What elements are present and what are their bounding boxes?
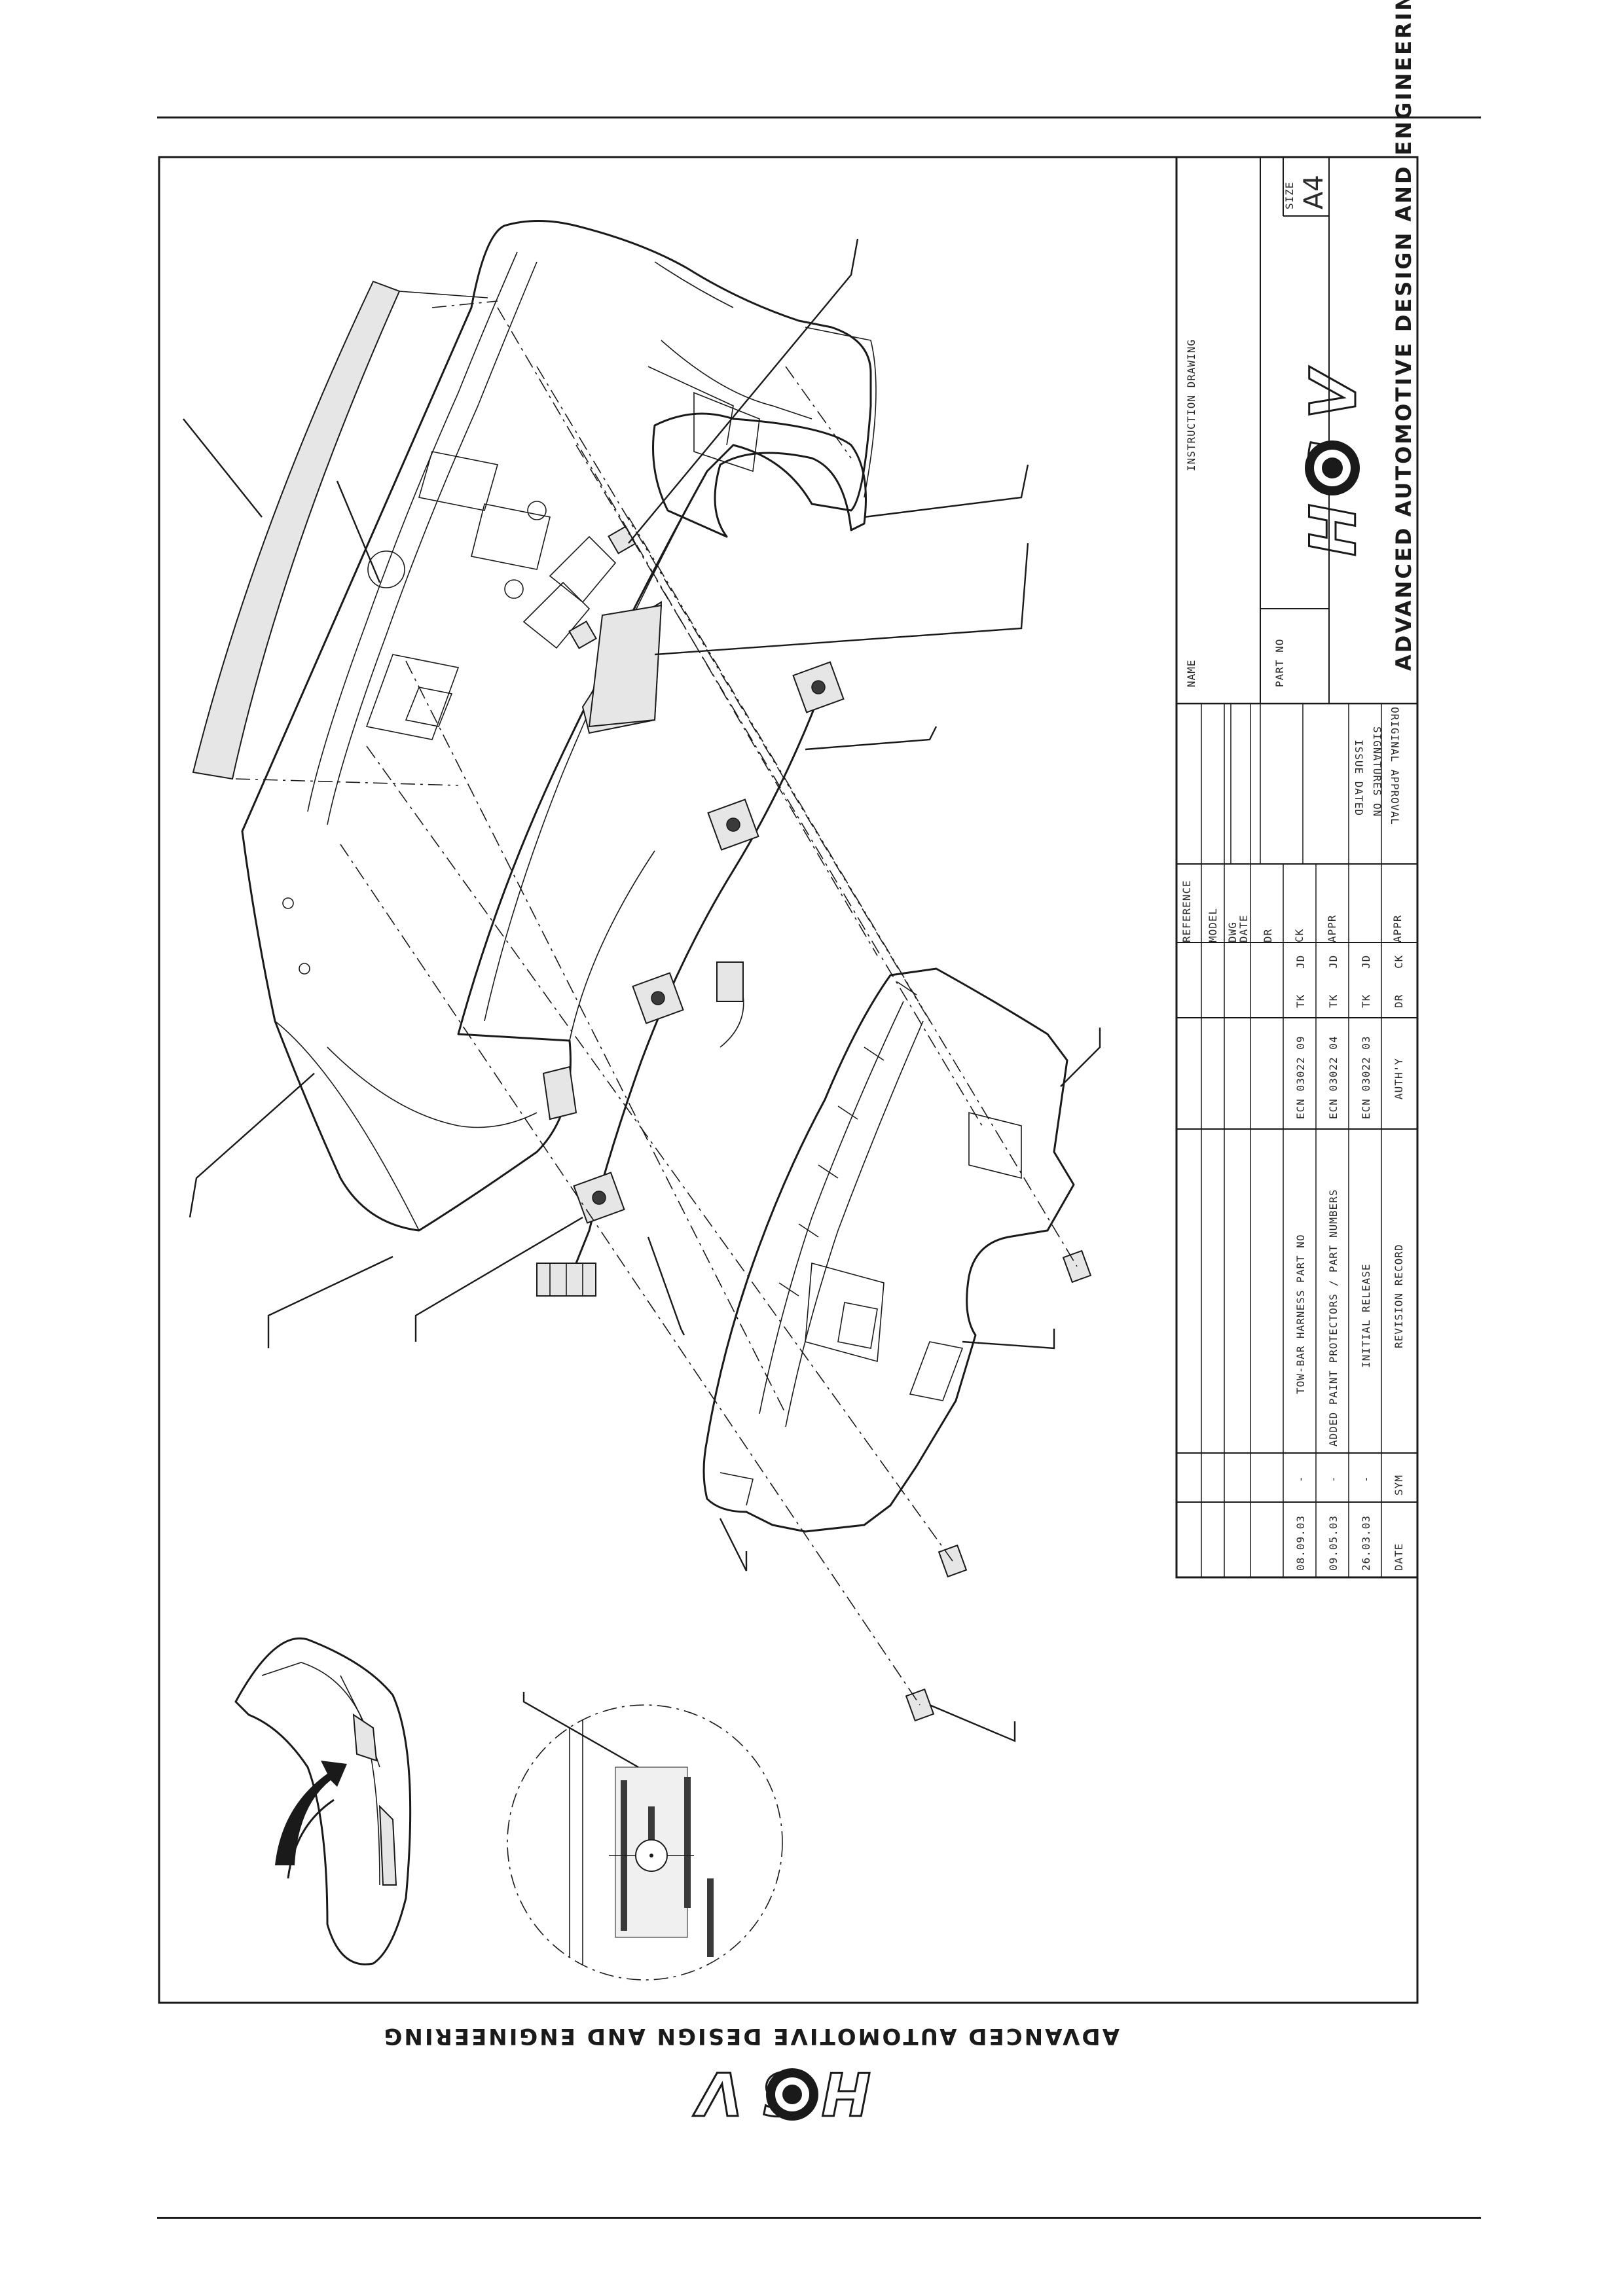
reference-label: REFERENCE xyxy=(1180,880,1193,942)
inset-view xyxy=(234,1637,412,1965)
svg-text:-: - xyxy=(1360,1475,1372,1482)
svg-text:JD: JD xyxy=(1294,955,1307,969)
svg-text:JD: JD xyxy=(1327,955,1340,969)
hsv-logo: HSV xyxy=(1296,350,1372,558)
exploded-view xyxy=(183,220,1101,1742)
svg-text:CK: CK xyxy=(1393,955,1405,969)
mounting-block xyxy=(588,604,663,728)
svg-text:-: - xyxy=(1327,1475,1340,1482)
tow-bar-harness xyxy=(536,661,845,1297)
svg-text:TK: TK xyxy=(1360,994,1372,1008)
svg-text:-: - xyxy=(1294,1475,1307,1482)
retaining-clips xyxy=(568,526,636,649)
footer-tagline: ADVANCED AUTOMOTIVE DESIGN AND ENGINEERI… xyxy=(382,2023,1120,2049)
date-label: DATE xyxy=(1237,914,1250,942)
svg-text:26.03.03: 26.03.03 xyxy=(1360,1515,1372,1571)
svg-text:09.05.03: 09.05.03 xyxy=(1327,1515,1340,1571)
revision-row-3: 26.03.03 - INITIAL RELEASE ECN 03022 03 … xyxy=(1360,955,1372,1571)
appr-label: APPR xyxy=(1326,914,1338,942)
dr-label: DR xyxy=(1262,929,1274,942)
svg-text:ECN 03022 04: ECN 03022 04 xyxy=(1327,1035,1340,1119)
ck-label: CK xyxy=(1293,929,1305,942)
top-rule xyxy=(157,117,1481,118)
name-value: INSTRUCTION DRAWING xyxy=(1185,339,1197,471)
footer-logo: HSV xyxy=(678,2058,872,2128)
svg-text:DR: DR xyxy=(1393,994,1405,1008)
detail-view xyxy=(507,1692,783,1981)
dwg-label: DWG xyxy=(1226,922,1239,942)
svg-text:REVISION RECORD: REVISION RECORD xyxy=(1393,1244,1405,1349)
svg-text:SYM: SYM xyxy=(1393,1475,1405,1496)
svg-text:ECN 03022 03: ECN 03022 03 xyxy=(1360,1035,1372,1119)
approval-line-2: SIGNATURES ON xyxy=(1371,726,1383,817)
svg-text:ADDED PAINT PROTECTORS / PART: ADDED PAINT PROTECTORS / PART NUMBERS xyxy=(1327,1189,1340,1446)
alignment-lines xyxy=(340,300,1078,1706)
svg-text:AUTH'Y: AUTH'Y xyxy=(1393,1058,1405,1100)
name-label: NAME xyxy=(1185,659,1197,687)
paint-protector-strip xyxy=(192,280,488,786)
rotate-arrow xyxy=(275,1761,347,1865)
svg-text:TK: TK xyxy=(1294,994,1307,1008)
energy-absorber xyxy=(702,967,1075,1533)
approval-line-3: ISSUE DATED xyxy=(1353,740,1365,816)
revision-header: DATE SYM REVISION RECORD AUTH'Y DR CK xyxy=(1393,955,1405,1571)
company-tagline: ADVANCED AUTOMOTIVE DESIGN AND ENGINEERI… xyxy=(1391,0,1416,671)
footer: ADVANCED AUTOMOTIVE DESIGN AND ENGINEERI… xyxy=(382,2023,1120,2128)
svg-text:INITIAL RELEASE: INITIAL RELEASE xyxy=(1360,1264,1372,1369)
drawing-border xyxy=(158,156,1419,2004)
revision-row-1: 08.09.03 - TOW-BAR HARNESS PART NO ECN 0… xyxy=(1294,955,1307,1571)
bottom-rule xyxy=(157,2217,1481,2219)
svg-text:DATE: DATE xyxy=(1393,1543,1405,1571)
model-label: MODEL xyxy=(1207,908,1219,942)
approval-line-1: ORIGINAL APPROVAL xyxy=(1389,707,1401,825)
svg-text:TOW-BAR HARNESS PART NO: TOW-BAR HARNESS PART NO xyxy=(1294,1234,1307,1394)
size-value: A4 xyxy=(1299,175,1329,209)
part-no-label: PART NO xyxy=(1273,639,1286,687)
appr-label-2: APPR xyxy=(1391,914,1404,942)
bumper-end-cap xyxy=(652,412,867,538)
leader-lines xyxy=(183,238,1101,1742)
svg-text:JD: JD xyxy=(1360,955,1372,969)
svg-text:TK: TK xyxy=(1327,994,1340,1008)
revision-row-2: 09.05.03 - ADDED PAINT PROTECTORS / PART… xyxy=(1327,955,1340,1571)
svg-text:ECN 03022 09: ECN 03022 09 xyxy=(1294,1035,1307,1119)
svg-text:08.09.03: 08.09.03 xyxy=(1294,1515,1307,1571)
size-label: SIZE xyxy=(1283,181,1296,209)
title-block: REFERENCE MODEL DWG DATE DR CK APPR APPR… xyxy=(1175,0,1419,1579)
